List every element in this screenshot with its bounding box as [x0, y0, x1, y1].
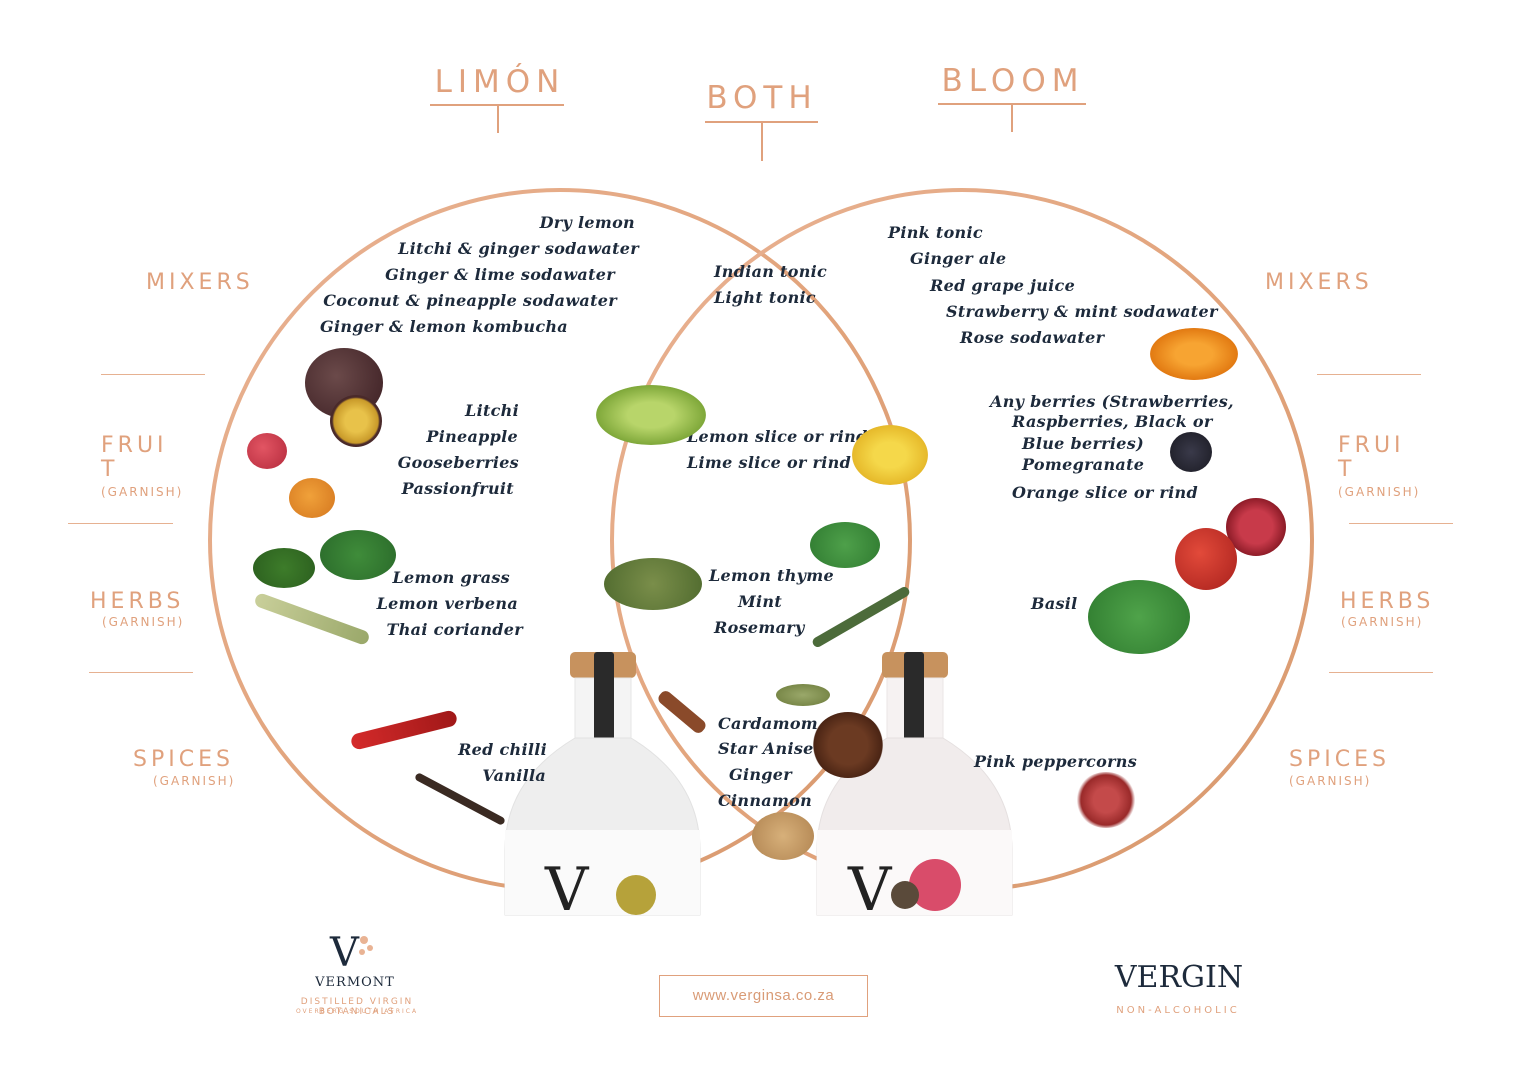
cardamom-image [776, 684, 830, 706]
passionfruit-half-image [330, 395, 382, 447]
pomegranate-image [1175, 528, 1237, 590]
limon-bottle: V [504, 652, 701, 925]
mint-image [810, 522, 880, 568]
bloom-bottle: V [816, 652, 1013, 925]
limon-fruit-item: Passionfruit [401, 479, 514, 498]
left-category-spices: SPICES [133, 747, 234, 772]
both-fruit-item: Lemon slice or rind [687, 427, 868, 446]
right-category-spices: SPICES [1289, 747, 1390, 772]
left-category-spices-sub: (GARNISH) [153, 774, 236, 788]
litchi-image [247, 433, 287, 469]
both-spice-item: Ginger [729, 765, 792, 784]
bloom-spice-item: Pink peppercorns [974, 752, 1138, 771]
both-mixer-item: Indian tonic [714, 262, 828, 281]
vermont-logo-icon: V [329, 930, 373, 976]
left-category-herbs: HERBS [90, 589, 185, 614]
right-category-mixers: MIXERS [1265, 270, 1373, 295]
limon-mixer-item: Litchi & ginger sodawater [398, 239, 639, 258]
pink-peppercorns-image [1075, 772, 1137, 828]
right-category-herbs-sub: (GARNISH) [1341, 615, 1424, 629]
website-link[interactable]: www.verginsa.co.za [659, 975, 868, 1017]
lemon-rind-image [852, 425, 928, 485]
ginger-image [752, 812, 814, 860]
limon-herb-item: Lemon grass [392, 568, 510, 587]
limon-mixer-item: Ginger & lime sodawater [385, 265, 615, 284]
both-spice-item: Cinnamon [718, 791, 813, 810]
right-divider-3 [1329, 672, 1433, 673]
svg-text:V: V [544, 855, 590, 925]
bloom-mixer-item: Ginger ale [910, 249, 1007, 268]
bloom-fruit-item: Any berries (Strawberries, [990, 392, 1234, 411]
coriander-image [320, 530, 396, 580]
left-divider-1 [101, 374, 205, 375]
limon-spice-item: Vanilla [482, 766, 546, 785]
vergin-tagline: NON-ALCOHOLIC [1116, 1005, 1240, 1016]
both-herb-item: Mint [738, 592, 783, 611]
right-divider-1 [1317, 374, 1421, 375]
title-stem-both [761, 123, 763, 161]
both-mixer-item: Light tonic [714, 288, 816, 307]
right-category-fruit-sub: (GARNISH) [1338, 485, 1421, 499]
bloom-fruit-item: Blue berries) [1022, 434, 1144, 453]
right-category-fruit: FRUI T [1338, 433, 1405, 482]
column-title-both: BOTH [706, 80, 818, 116]
svg-text:V: V [329, 930, 360, 976]
vergin-name: VERGIN [1114, 960, 1244, 995]
left-divider-2 [68, 523, 173, 524]
bloom-mixer-item: Pink tonic [888, 223, 983, 242]
title-underline-bloom [938, 103, 1086, 105]
right-divider-2 [1349, 523, 1453, 524]
limon-herb-item: Lemon verbena [376, 594, 518, 613]
left-category-fruit-sub: (GARNISH) [101, 485, 184, 499]
basil-image [1088, 580, 1190, 654]
right-category-spices-sub: (GARNISH) [1289, 774, 1372, 788]
limon-mixer-item: Dry lemon [539, 213, 635, 232]
pomegranate-half-image [1226, 498, 1286, 556]
left-category-fruit: FRUI T [101, 433, 168, 482]
bloom-mixer-item: Rose sodawater [960, 328, 1105, 347]
left-divider-3 [89, 672, 193, 673]
title-stem-limon [497, 106, 499, 133]
bloom-fruit-item: Pomegranate [1022, 455, 1145, 474]
bloom-fruit-item: Raspberries, Black or [1012, 412, 1213, 431]
lemon-verbena-image [253, 548, 315, 588]
limon-spice-item: Red chilli [458, 740, 547, 759]
left-category-mixers: MIXERS [146, 270, 254, 295]
limon-mixer-item: Coconut & pineapple sodawater [323, 291, 617, 310]
thyme-image [604, 558, 702, 610]
both-fruit-item: Lime slice or rind [687, 453, 852, 472]
svg-text:V: V [847, 855, 893, 925]
both-spice-item: Cardamom [718, 714, 819, 733]
column-title-bloom: BLOOM [941, 63, 1085, 99]
gooseberry-image [289, 478, 335, 518]
lime-rind-image [596, 385, 706, 445]
star-anise-image [812, 712, 884, 778]
limon-herb-item: Thai coriander [386, 620, 523, 639]
title-underline-limon [430, 104, 564, 106]
vermont-location: OVERBERG SOUTH AFRICA [295, 1008, 419, 1015]
limon-mixer-item: Ginger & lemon kombucha [320, 317, 568, 336]
title-stem-bloom [1011, 105, 1013, 132]
bloom-fruit-item: Orange slice or rind [1012, 483, 1198, 502]
left-category-herbs-sub: (GARNISH) [102, 615, 185, 629]
orange-peel-image [1150, 328, 1238, 380]
right-category-herbs: HERBS [1340, 589, 1435, 614]
limon-fruit-item: Gooseberries [397, 453, 519, 472]
vermont-tagline: DISTILLED VIRGIN BOTANICALS [300, 997, 414, 1017]
bloom-herb-item: Basil [1031, 594, 1078, 613]
column-title-limon: LIMÓN [434, 64, 566, 100]
vermont-name: VERMONT [315, 975, 395, 990]
bloom-mixer-item: Red grape juice [930, 276, 1076, 295]
limon-fruit-item: Litchi [465, 401, 519, 420]
limon-fruit-item: Pineapple [426, 427, 518, 446]
both-herb-item: Lemon thyme [709, 566, 834, 585]
blackberry-image [1170, 432, 1212, 472]
both-spice-item: Star Anise [718, 739, 814, 758]
both-herb-item: Rosemary [714, 618, 805, 637]
bloom-mixer-item: Strawberry & mint sodawater [946, 302, 1218, 321]
title-underline-both [705, 121, 818, 123]
